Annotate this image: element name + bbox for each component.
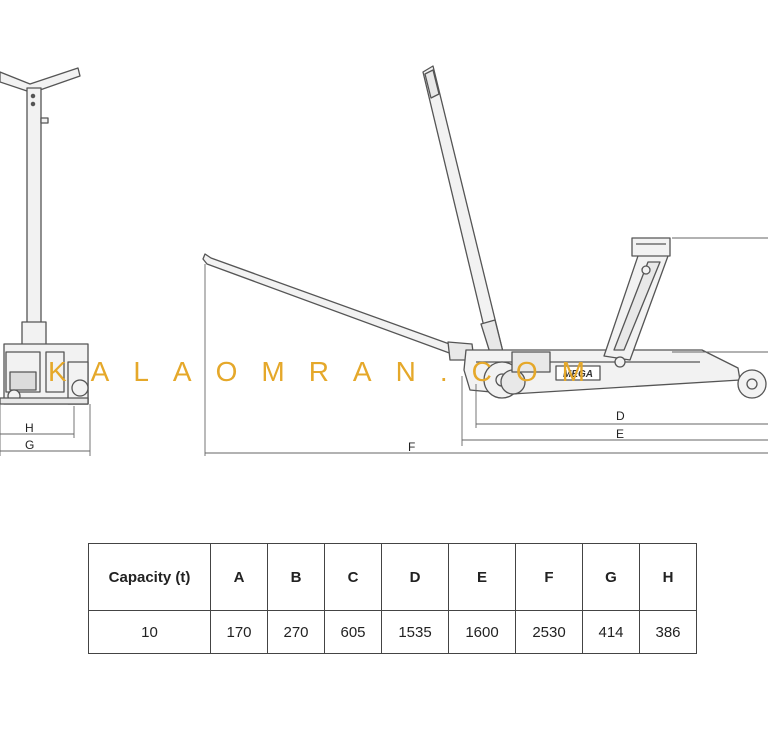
cell-a: 170 [210,610,268,654]
dimension-lines [0,237,768,456]
brand-plate-label: MEGA [563,369,593,380]
header-g: G [582,543,640,611]
cell-g: 414 [582,610,640,654]
spec-table: Capacity (t) A B C D E F G H 10 170 270 … [88,543,697,654]
cell-d: 1535 [381,610,449,654]
header-b: B [267,543,325,611]
front-view-drawing [0,67,89,405]
header-e: E [448,543,516,611]
cell-e: 1600 [448,610,516,654]
header-d: D [381,543,449,611]
dimension-f-label: F [408,440,415,454]
cell-b: 270 [267,610,325,654]
dimension-g-label: G [25,438,34,452]
spec-table-row: 10 170 270 605 1535 1600 2530 414 386 [88,610,697,654]
cell-capacity: 10 [88,610,211,654]
cell-f: 2530 [515,610,583,654]
watermark: KALAOMRAN.COM [48,356,609,387]
header-f: F [515,543,583,611]
cell-h: 386 [639,610,697,654]
header-a: A [210,543,268,611]
header-h: H [639,543,697,611]
spec-table-header-row: Capacity (t) A B C D E F G H [88,543,697,611]
dimension-h-label: H [25,421,34,435]
cell-c: 605 [324,610,382,654]
dimension-d-label: D [616,409,625,423]
side-view-drawing [202,65,767,399]
dimension-e-label: E [616,427,624,441]
header-capacity: Capacity (t) [88,543,211,611]
header-c: C [324,543,382,611]
